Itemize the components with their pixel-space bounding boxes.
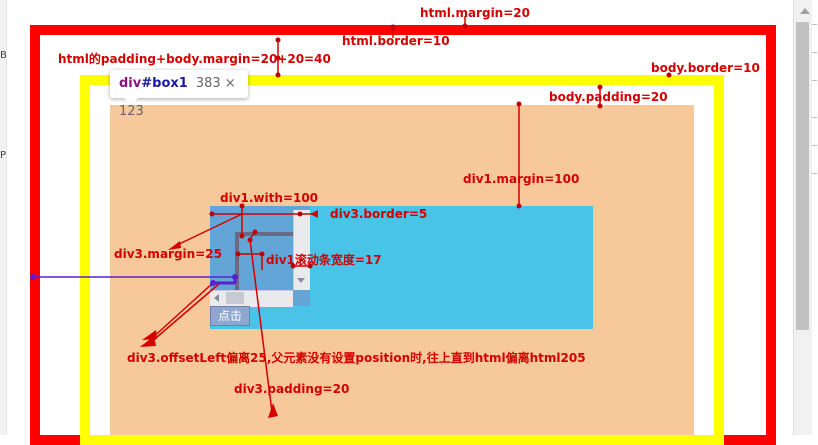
right-edge-tick xyxy=(812,117,817,118)
tooltip-id: #box1 xyxy=(141,76,188,91)
annotation-html-border: html.border=10 xyxy=(342,34,450,48)
right-edge-tick xyxy=(812,80,817,81)
scroll-up-arrow-icon[interactable] xyxy=(800,8,810,14)
horizontal-scroll-thumb[interactable] xyxy=(226,292,244,304)
div3-border-top xyxy=(235,232,293,236)
annotation-body-border: body.border=10 xyxy=(651,61,760,75)
annotation-div3-margin: div3.margin=25 xyxy=(114,247,222,261)
right-edge-tick xyxy=(812,24,817,25)
annotation-div3-border: div3.border=5 xyxy=(330,207,428,221)
div1-vertical-scrollbar[interactable] xyxy=(293,210,310,290)
annotation-scrollbar-width: div1滚动条宽度=17 xyxy=(266,253,382,267)
annotation-html-padding-body-margin: html的padding+body.margin=20+20=40 xyxy=(58,52,331,66)
annotation-div1-margin: div1.margin=100 xyxy=(463,172,580,186)
left-panel-char: B xyxy=(0,50,7,61)
div3-border-left xyxy=(235,232,239,290)
scroll-left-arrow-icon[interactable] xyxy=(214,294,219,302)
annotation-body-padding: body.padding=20 xyxy=(549,90,668,104)
scroll-down-arrow-icon[interactable] xyxy=(297,278,305,283)
tooltip-size: 383 × 123 xyxy=(119,76,236,119)
page-scroll-thumb[interactable] xyxy=(796,22,809,330)
right-edge-tick xyxy=(812,52,817,53)
left-panel-char: P xyxy=(0,150,7,161)
annotation-div3-padding: div3.padding=20 xyxy=(234,382,350,396)
right-panel-edge xyxy=(812,0,818,435)
tooltip-pointer xyxy=(124,98,138,105)
annotation-lines xyxy=(30,16,672,418)
right-edge-tick xyxy=(812,145,817,146)
annotation-div3-offset-left: div3.offsetLeft偏离25,父元素没有设置position时,往上直… xyxy=(127,351,586,365)
right-edge-tick xyxy=(812,173,817,174)
annotation-html-margin: html.margin=20 xyxy=(420,6,530,20)
annotation-div1-width: div1.with=100 xyxy=(220,191,319,205)
tooltip-tag: div xyxy=(119,76,142,91)
left-panel-edge xyxy=(0,0,7,435)
click-button[interactable]: 点击 xyxy=(210,306,250,326)
